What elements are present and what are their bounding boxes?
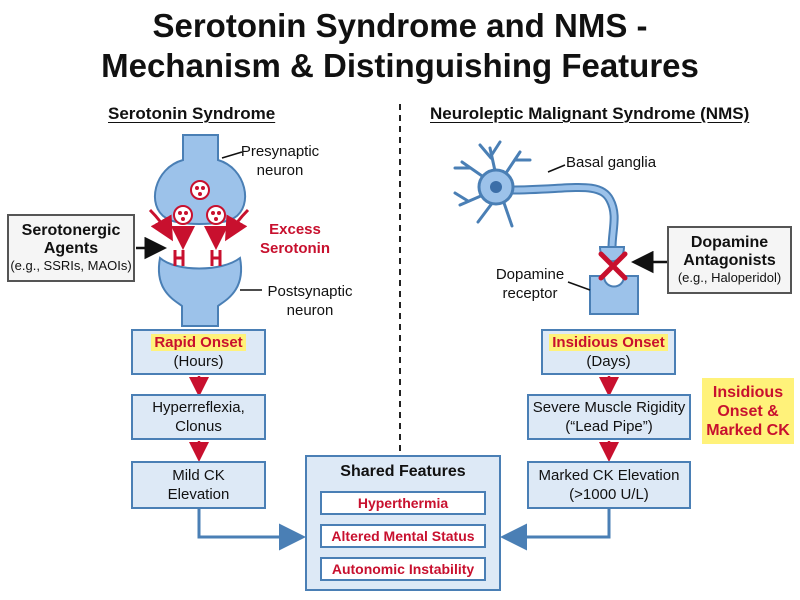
- rapid-onset-box: Rapid Onset (Hours): [131, 329, 266, 375]
- shared-item-altered-mental-status: Altered Mental Status: [320, 524, 486, 548]
- shared-item-autonomic-instability: Autonomic Instability: [320, 557, 486, 581]
- receptor-pointer: [567, 281, 591, 291]
- serotonin-release-arrows: [148, 208, 250, 250]
- blocked-x-icon: [598, 251, 628, 281]
- shared-item-hyperthermia: Hyperthermia: [320, 491, 486, 515]
- postsynaptic-neuron: [157, 256, 243, 327]
- basal-ganglia-label: Basal ganglia: [566, 154, 657, 171]
- serotonin-receptors: [173, 250, 222, 266]
- dopamine-axon: [505, 183, 619, 253]
- presynaptic-label: Presynaptic neuron: [240, 143, 320, 179]
- shared-features-box: Shared Features Hyperthermia Altered Men…: [305, 455, 501, 591]
- vesicle-group: [173, 180, 226, 225]
- vesicle-dots: [178, 186, 221, 221]
- hyperreflexia-box: Hyperreflexia, Clonus: [131, 394, 266, 440]
- marked-ck-box: Marked CK Elevation (>1000 U/L): [527, 461, 691, 509]
- dopamine-nucleus: [490, 181, 502, 193]
- muscle-rigidity-box: Severe Muscle Rigidity (“Lead Pipe”): [527, 394, 691, 440]
- insidious-onset-callout: Insidious Onset & Marked CK: [702, 378, 794, 444]
- title-line-2: Mechanism & Distinguishing Features: [101, 47, 699, 84]
- excess-serotonin-label: Excess Serotonin: [260, 221, 330, 257]
- dopamine-receptor-label: Dopamine receptor: [495, 266, 565, 302]
- postsynaptic-label: Postsynaptic neuron: [267, 283, 353, 319]
- vesicle: [173, 205, 193, 225]
- dopamine-receptor: [589, 275, 639, 315]
- shared-features-title: Shared Features: [340, 463, 466, 480]
- insidious-onset-box: Insidious Onset (Days): [541, 329, 676, 375]
- dopamine-antagonists-box: Dopamine Antagonists (e.g., Haloperidol): [667, 226, 792, 294]
- serotonergic-agents-box: Serotonergic Agents (e.g., SSRIs, MAOIs): [7, 214, 135, 282]
- serotonin-heading: Serotonin Syndrome: [108, 104, 276, 123]
- basal-ganglia-pointer: [547, 164, 566, 173]
- vesicle: [206, 205, 226, 225]
- mild-ck-box: Mild CK Elevation: [131, 461, 266, 509]
- title-line-1: Serotonin Syndrome and NMS -: [152, 7, 648, 44]
- serotonin-to-shared-connector: [197, 509, 306, 551]
- nms-heading: Neuroleptic Malignant Syndrome (NMS): [430, 104, 750, 123]
- nms-to-shared-connector: [500, 509, 611, 551]
- presynaptic-neuron: [153, 134, 247, 225]
- vesicle: [190, 180, 210, 200]
- presynaptic-pointer: [221, 151, 243, 159]
